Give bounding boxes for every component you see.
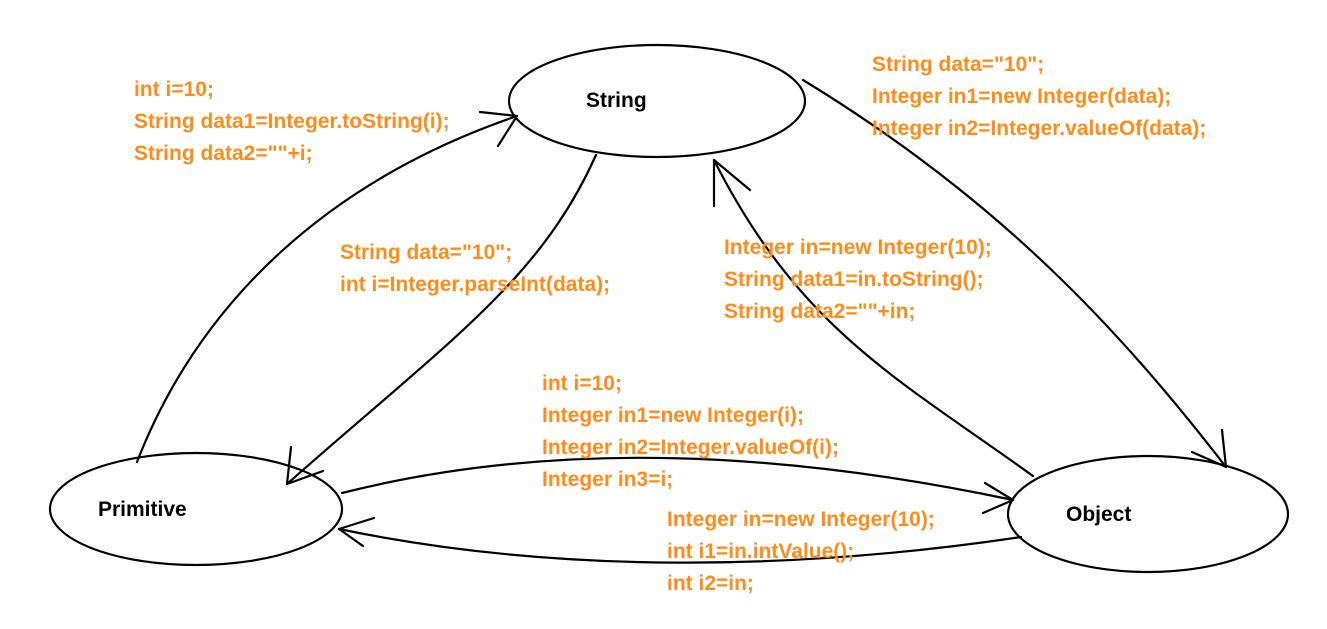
node-object-label: Object — [1066, 503, 1132, 526]
code-line: Integer in=new Integer(10); — [667, 508, 935, 531]
node-string-label: String — [586, 89, 647, 112]
node-object-ellipse — [1006, 454, 1290, 574]
node-primitive-label: Primitive — [98, 498, 187, 521]
code-line: int i1=in.intValue(); — [667, 540, 855, 563]
code-line: String data="10"; — [340, 241, 513, 264]
arrowhead-object-to-string — [712, 158, 752, 208]
annotation-primitive-to-object: int i=10; Integer in1=new Integer(i); In… — [542, 368, 839, 496]
arrowhead-primitive-to-string — [478, 110, 519, 148]
arrowhead-string-to-primitive — [285, 445, 325, 486]
code-line: Integer in1=new Integer(i); — [542, 404, 804, 427]
code-line: Integer in3=i; — [542, 468, 674, 491]
code-line: String data1=in.toString(); — [724, 268, 984, 291]
node-string-ellipse — [507, 43, 807, 159]
annotation-primitive-to-string: int i=10; String data1=Integer.toString(… — [134, 74, 450, 170]
code-line: int i=10; — [542, 372, 622, 395]
annotation-object-to-primitive: Integer in=new Integer(10); int i1=in.in… — [667, 504, 935, 600]
code-line: Integer in2=Integer.valueOf(data); — [872, 117, 1207, 140]
arrowhead-primitive-to-object — [981, 481, 1015, 515]
code-line: Integer in=new Integer(10); — [724, 236, 992, 259]
code-line: String data1=Integer.toString(i); — [134, 110, 450, 133]
edge-primitive-to-string — [135, 114, 519, 464]
code-line: Integer in1=new Integer(data); — [872, 85, 1172, 108]
annotation-string-to-object: String data="10"; Integer in1=new Intege… — [872, 49, 1206, 145]
code-line: String data2=""+in; — [724, 300, 916, 323]
code-line: int i=Integer.parseInt(data); — [340, 273, 611, 296]
code-line: int i2=in; — [667, 572, 754, 595]
edge-string-to-primitive — [285, 153, 598, 486]
edge-object-to-string — [712, 158, 1035, 478]
code-line: String data2=""+i; — [134, 142, 313, 165]
arrowhead-object-to-primitive — [337, 516, 376, 548]
code-line: int i=10; — [134, 78, 214, 101]
edge-primitive-to-object — [340, 456, 1015, 502]
annotation-object-to-string: Integer in=new Integer(10); String data1… — [724, 232, 992, 328]
code-line: String data="10"; — [872, 53, 1045, 76]
edge-string-to-object — [801, 78, 1228, 469]
edge-object-to-primitive — [337, 527, 1023, 564]
node-primitive-ellipse — [48, 451, 344, 567]
arrowhead-string-to-object — [1190, 428, 1228, 469]
code-line: Integer in2=Integer.valueOf(i); — [542, 436, 839, 459]
annotation-string-to-primitive: String data="10"; int i=Integer.parseInt… — [340, 237, 610, 301]
